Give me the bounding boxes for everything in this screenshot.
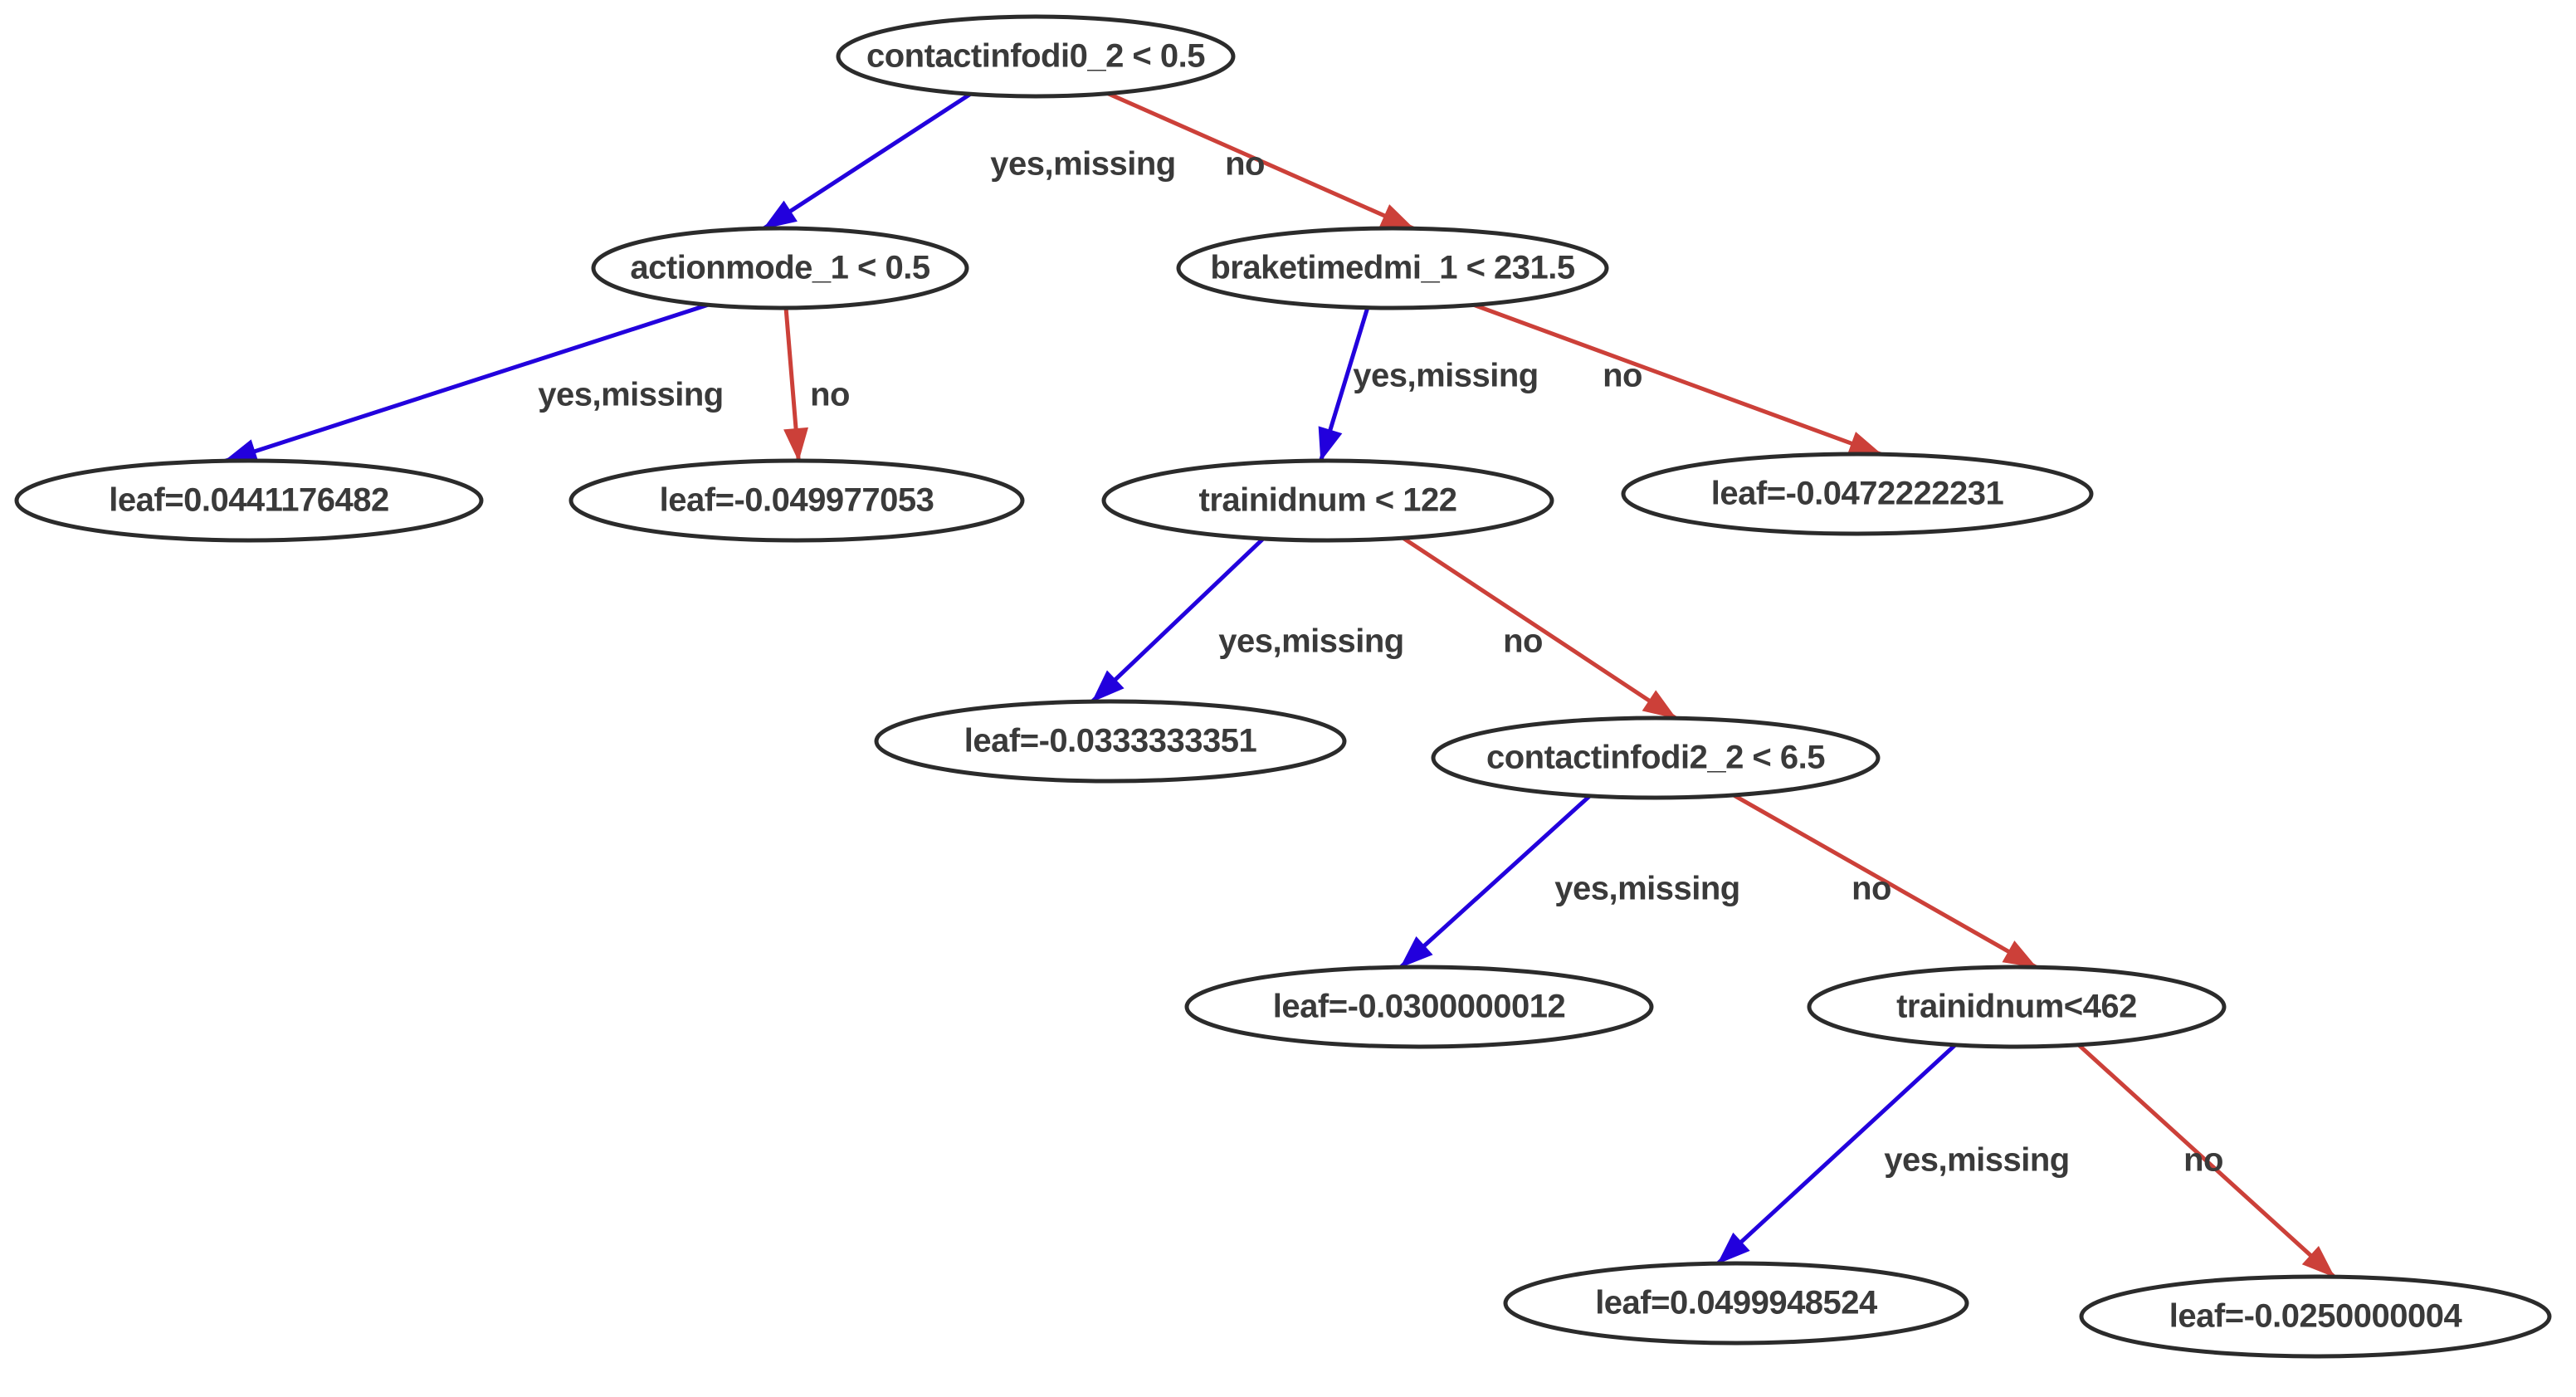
node-label: leaf=0.0441176482 [109, 482, 388, 519]
tree-edge-no [1105, 90, 1416, 232]
node-label: contactinfodi2_2 < 6.5 [1486, 740, 1825, 776]
tree-edge-yes [1090, 535, 1266, 704]
node-ellipse-shape [1101, 458, 1554, 543]
tree-edge-yes [761, 91, 973, 232]
tree-edge-yes [222, 302, 710, 464]
edge-label-yes: yes,missing [1353, 358, 1539, 394]
edges-layer [222, 90, 2337, 1279]
edge-labels-layer: yes,missing no yes,missing no yes,missing no y… [538, 146, 2223, 1179]
tree-edge-yes [1715, 1042, 1959, 1266]
node-label: leaf=-0.049977053 [660, 482, 934, 519]
node-label: leaf=-0.0333333351 [964, 723, 1257, 760]
tree-edge-no [1400, 535, 1678, 721]
node-ellipse-shape [2079, 1274, 2552, 1359]
edge-label-yes: yes,missing [1884, 1142, 2070, 1179]
node-ellipse-shape [1621, 452, 2094, 536]
node-label: trainidnum<462 [1896, 989, 2137, 1025]
node-label: braketimedmi_1 < 231.5 [1210, 250, 1575, 286]
tree-split-node[interactable]: actionmode_1 < 0.5 [591, 226, 969, 310]
nodes-layer: contactinfodi0_2 < 0.5 actionmode_1 < 0.5… [14, 14, 2552, 1359]
tree-split-node[interactable]: contactinfodi0_2 < 0.5 [836, 14, 1236, 99]
edge-label-no: no [1852, 871, 1891, 907]
tree-leaf-node[interactable]: leaf=-0.049977053 [568, 458, 1025, 543]
node-label: leaf=-0.0250000004 [2169, 1298, 2463, 1335]
node-ellipse-shape [1431, 716, 1881, 800]
edge-label-no: no [1603, 358, 1642, 394]
node-ellipse-shape [1503, 1261, 1969, 1346]
node-ellipse-shape [591, 226, 969, 310]
node-ellipse-shape [1184, 965, 1654, 1049]
node-label: leaf=-0.0472222231 [1711, 476, 2004, 512]
tree-split-node[interactable]: contactinfodi2_2 < 6.5 [1431, 716, 1881, 800]
tree-edge-no [783, 304, 808, 462]
edge-label-yes: yes,missing [990, 146, 1176, 183]
node-ellipse-shape [1176, 226, 1609, 310]
tree-leaf-node[interactable]: leaf=-0.0472222231 [1621, 452, 2094, 536]
tree-leaf-node[interactable]: leaf=-0.0250000004 [2079, 1274, 2552, 1359]
tree-split-node[interactable]: trainidnum<462 [1807, 965, 2227, 1049]
node-ellipse-shape [874, 699, 1347, 784]
edge-label-no: no [1225, 146, 1265, 183]
node-label: trainidnum < 122 [1199, 482, 1457, 519]
tree-leaf-node[interactable]: leaf=-0.0300000012 [1184, 965, 1654, 1049]
tree-edge-yes [1398, 793, 1593, 970]
node-label: leaf=-0.0300000012 [1273, 989, 1565, 1025]
tree-edge-no [2076, 1042, 2337, 1279]
node-label: actionmode_1 < 0.5 [630, 250, 929, 286]
edge-label-no: no [810, 377, 850, 413]
edge-label-no: no [2183, 1142, 2223, 1179]
node-ellipse-shape [1807, 965, 2227, 1049]
edge-label-yes: yes,missing [1218, 623, 1404, 660]
tree-edge-no [1472, 302, 1884, 457]
node-label: leaf=0.0499948524 [1595, 1285, 1878, 1321]
tree-split-node[interactable]: braketimedmi_1 < 231.5 [1176, 226, 1609, 310]
node-ellipse-shape [568, 458, 1025, 543]
edge-label-yes: yes,missing [1554, 871, 1740, 907]
tree-leaf-node[interactable]: leaf=0.0499948524 [1503, 1261, 1969, 1346]
edge-label-yes: yes,missing [538, 377, 724, 413]
tree-leaf-node[interactable]: leaf=0.0441176482 [14, 458, 484, 543]
node-ellipse-shape [836, 14, 1236, 99]
node-ellipse-shape [14, 458, 484, 543]
tree-edge-no [1731, 792, 2038, 970]
tree-split-node[interactable]: trainidnum < 122 [1101, 458, 1554, 543]
edge-label-no: no [1503, 623, 1543, 660]
tree-leaf-node[interactable]: leaf=-0.0333333351 [874, 699, 1347, 784]
node-label: contactinfodi0_2 < 0.5 [866, 38, 1205, 75]
tree-edge-yes [1318, 304, 1371, 462]
